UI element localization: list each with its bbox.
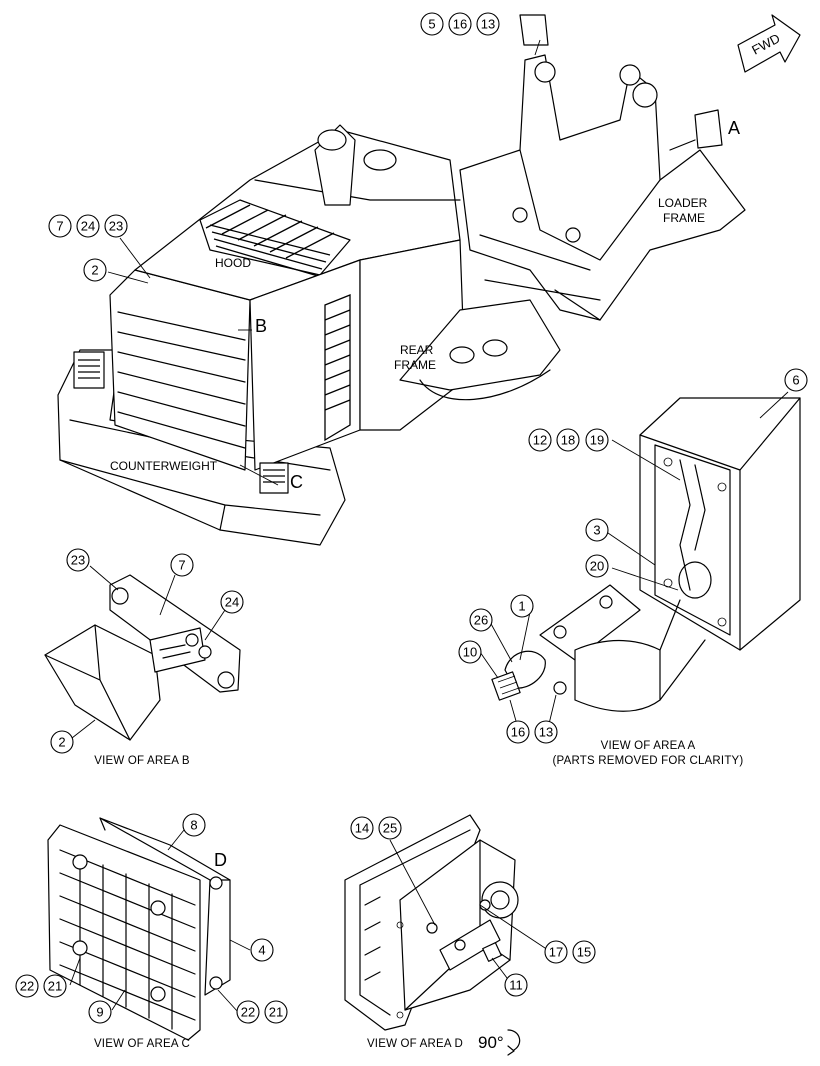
- svg-text:23: 23: [109, 219, 123, 234]
- callout-18-area-a: 18: [556, 428, 580, 452]
- area-a-callouts: 6 12 18 19 3 20 1 26 10 16 13: [458, 368, 808, 744]
- grille-grid: [59, 849, 196, 1030]
- svg-text:18: 18: [561, 433, 575, 448]
- callout-12-area-a: 12: [528, 428, 552, 452]
- hood-mesh: [205, 204, 335, 277]
- svg-text:17: 17: [549, 945, 563, 960]
- callout-13-area-a: 13: [534, 720, 558, 744]
- svg-text:23: 23: [71, 553, 85, 568]
- callout-20-area-a: 20: [585, 554, 609, 578]
- svg-text:21: 21: [48, 979, 62, 994]
- svg-text:3: 3: [593, 523, 600, 538]
- callout-9-area-c: 9: [88, 1000, 112, 1024]
- callout-22-area-c-left: 22: [15, 974, 39, 998]
- svg-text:11: 11: [509, 978, 523, 993]
- area-b-detail: [44, 574, 241, 741]
- svg-text:26: 26: [474, 613, 488, 628]
- svg-text:13: 13: [481, 17, 495, 32]
- callout-21-area-c-left: 21: [43, 974, 67, 998]
- machine-illustration: [57, 14, 746, 546]
- area-d-detail: [344, 814, 519, 1031]
- callout-16-area-a: 16: [506, 720, 530, 744]
- area-c-marker: C: [290, 472, 303, 492]
- svg-text:10: 10: [463, 645, 477, 660]
- svg-text:15: 15: [577, 945, 591, 960]
- callout-19-area-a: 19: [585, 428, 609, 452]
- svg-text:6: 6: [792, 373, 799, 388]
- rear-frame-label-line2: FRAME: [394, 358, 436, 372]
- callout-16-main: 16: [448, 12, 472, 36]
- view-area-c-title: VIEW OF AREA C: [94, 1038, 190, 1050]
- svg-text:7: 7: [56, 219, 63, 234]
- loader-frame-label-line2: FRAME: [663, 211, 705, 225]
- counterweight-label: COUNTERWEIGHT: [110, 459, 218, 473]
- callout-2-area-b: 2: [50, 730, 74, 754]
- area-a-detail: [491, 397, 801, 712]
- view-area-b-title: VIEW OF AREA B: [94, 755, 190, 767]
- view-area-a-note: (PARTS REMOVED FOR CLARITY): [553, 755, 744, 767]
- svg-text:16: 16: [453, 17, 467, 32]
- svg-text:4: 4: [258, 943, 265, 958]
- callout-22-area-c-right: 22: [236, 1000, 260, 1024]
- area-a-marker: A: [728, 118, 740, 138]
- area-b-callouts: 23 7 24 2: [50, 548, 244, 754]
- callout-8-area-c: 8: [182, 813, 206, 837]
- area-b-marker: B: [255, 316, 267, 336]
- svg-text:24: 24: [81, 219, 95, 234]
- callout-6-area-a: 6: [784, 368, 808, 392]
- svg-text:14: 14: [355, 821, 369, 836]
- callout-14-area-d: 14: [350, 816, 374, 840]
- callout-17-area-d: 17: [544, 940, 568, 964]
- hood-label: HOOD: [215, 256, 251, 270]
- svg-text:19: 19: [590, 433, 604, 448]
- svg-text:1: 1: [518, 599, 525, 614]
- loader-frame-label-line1: LOADER: [658, 196, 708, 210]
- svg-text:22: 22: [20, 979, 34, 994]
- area-d-callouts: 14 25 17 15 11: [350, 816, 596, 997]
- callout-1-area-a: 1: [510, 594, 534, 618]
- rear-frame-label-line1: REAR: [400, 343, 434, 357]
- callout-2-main: 2: [83, 258, 107, 282]
- svg-text:13: 13: [539, 725, 553, 740]
- svg-text:7: 7: [178, 558, 185, 573]
- svg-text:25: 25: [383, 821, 397, 836]
- callout-15-area-d: 15: [572, 940, 596, 964]
- callout-10-area-a: 10: [458, 640, 482, 664]
- svg-text:16: 16: [511, 725, 525, 740]
- svg-text:2: 2: [58, 735, 65, 750]
- callout-24-main: 24: [76, 214, 100, 238]
- view-area-a-title: VIEW OF AREA A: [601, 740, 696, 752]
- area-c-detail: [47, 817, 231, 1041]
- svg-text:8: 8: [190, 818, 197, 833]
- svg-text:22: 22: [241, 1005, 255, 1020]
- callout-11-area-d: 11: [504, 973, 528, 997]
- main-callouts: 5 16 13 7 24 23 2: [48, 12, 500, 282]
- callout-23-main: 23: [104, 214, 128, 238]
- callout-24-area-b: 24: [220, 590, 244, 614]
- svg-text:12: 12: [533, 433, 547, 448]
- svg-text:24: 24: [225, 595, 239, 610]
- view-area-d-title: VIEW OF AREA D: [367, 1038, 463, 1050]
- area-c-callouts: 8 4 22 21 9 22 21: [15, 813, 288, 1024]
- rotate-arrow-icon: [507, 1029, 521, 1056]
- callout-23-area-b: 23: [66, 548, 90, 572]
- callout-3-area-a: 3: [585, 518, 609, 542]
- svg-text:2: 2: [91, 263, 98, 278]
- svg-text:21: 21: [269, 1005, 283, 1020]
- svg-text:9: 9: [96, 1005, 103, 1020]
- callout-5-main: 5: [420, 12, 444, 36]
- callout-26-area-a: 26: [469, 608, 493, 632]
- callout-25-area-d: 25: [378, 816, 402, 840]
- area-d-marker: D: [214, 850, 227, 870]
- rotation-label: 90°: [478, 1033, 504, 1052]
- svg-text:5: 5: [428, 17, 435, 32]
- callout-7-main: 7: [48, 214, 72, 238]
- callout-13-main: 13: [476, 12, 500, 36]
- callout-21-area-c-right: 21: [264, 1000, 288, 1024]
- callout-4-area-c: 4: [250, 938, 274, 962]
- callout-7-area-b: 7: [170, 553, 194, 577]
- svg-text:20: 20: [590, 559, 604, 574]
- forward-arrow-icon: FWD: [737, 14, 801, 73]
